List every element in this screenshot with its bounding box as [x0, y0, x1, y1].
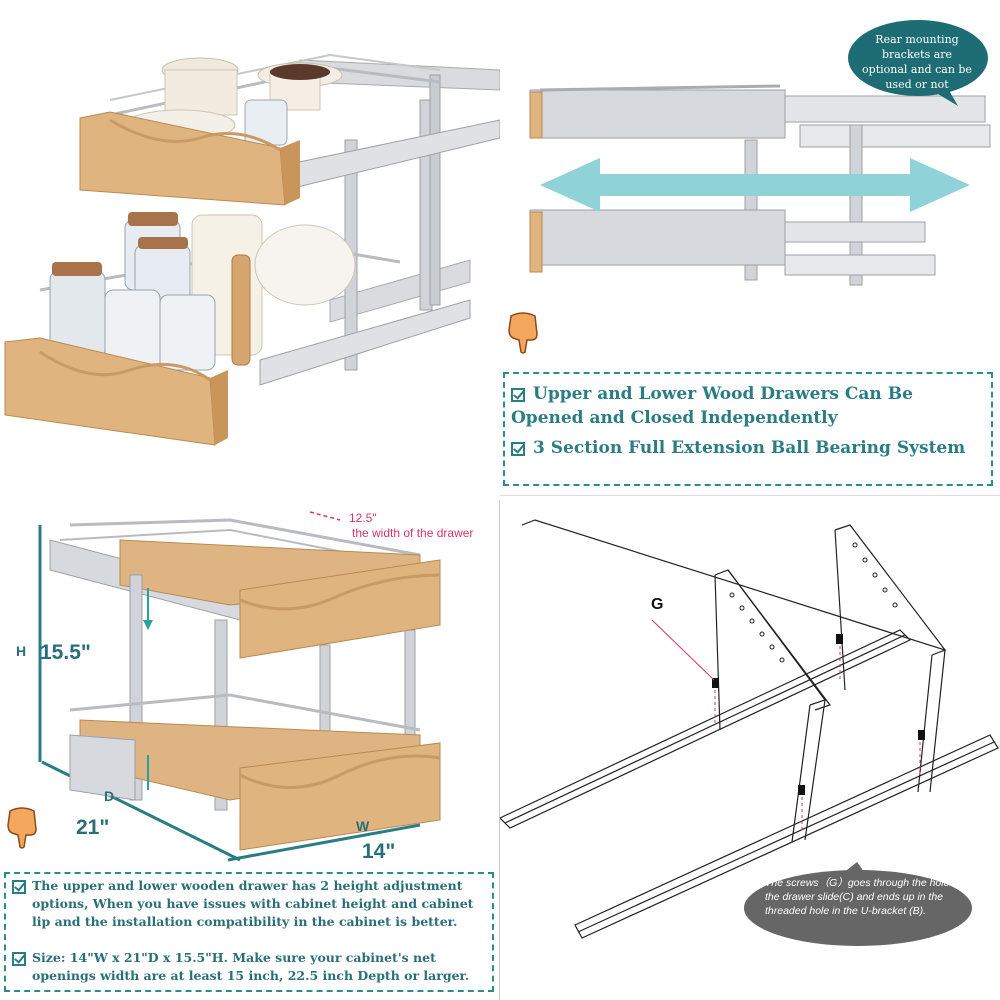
checkbox-icon	[12, 952, 26, 966]
product-photo-panel	[0, 0, 500, 495]
feature-text: 3 Section Full Extension Ball Bearing Sy…	[533, 438, 966, 458]
screw-label: G	[651, 596, 664, 613]
depth-letter: D	[104, 788, 115, 804]
pointing-hand-icon	[7, 807, 37, 849]
assembly-diagram-panel	[500, 500, 1000, 1000]
assembly-line-drawing	[500, 519, 999, 939]
depth-value: 21"	[76, 816, 110, 839]
feature-text: Upper and Lower Wood Drawers Can Be Open…	[511, 384, 913, 428]
drawer-width-caption: the width of the drawer	[352, 526, 474, 540]
height-letter: H	[16, 643, 27, 659]
callout-text: Rear mounting brackets are optional and …	[862, 33, 972, 91]
checkbox-icon	[511, 387, 525, 402]
pointing-hand-icon	[508, 312, 538, 354]
divider	[499, 500, 500, 1000]
dimensions-panel	[0, 500, 500, 1000]
drawer-width-value: 12.5"	[349, 511, 377, 525]
width-value: 14"	[362, 840, 396, 863]
organizer-illustration	[4, 53, 500, 446]
feature-item: Upper and Lower Wood Drawers Can Be Open…	[511, 382, 989, 430]
checkbox-icon	[511, 441, 525, 456]
note-height-adjustment: The upper and lower wooden drawer has 2 …	[32, 878, 474, 929]
divider	[500, 495, 1000, 496]
checkbox-icon	[12, 880, 26, 894]
features-box: Upper and Lower Wood Drawers Can Be Open…	[503, 372, 993, 486]
height-value: 15.5"	[40, 641, 91, 664]
feature-item: 3 Section Full Extension Ball Bearing Sy…	[511, 436, 965, 460]
screws-note-text: The screws（G）goes through the hole in th…	[765, 877, 961, 917]
double-arrow	[540, 158, 970, 212]
callout-bubble	[848, 20, 988, 106]
notes-box: The upper and lower wooden drawer has 2 …	[4, 872, 494, 992]
width-letter: W	[356, 818, 370, 834]
note-size: Size: 14"W x 21"D x 15.5"H. Make sure yo…	[32, 950, 470, 983]
dimension-illustration	[38, 511, 441, 862]
screws-note-bubble	[744, 862, 972, 946]
